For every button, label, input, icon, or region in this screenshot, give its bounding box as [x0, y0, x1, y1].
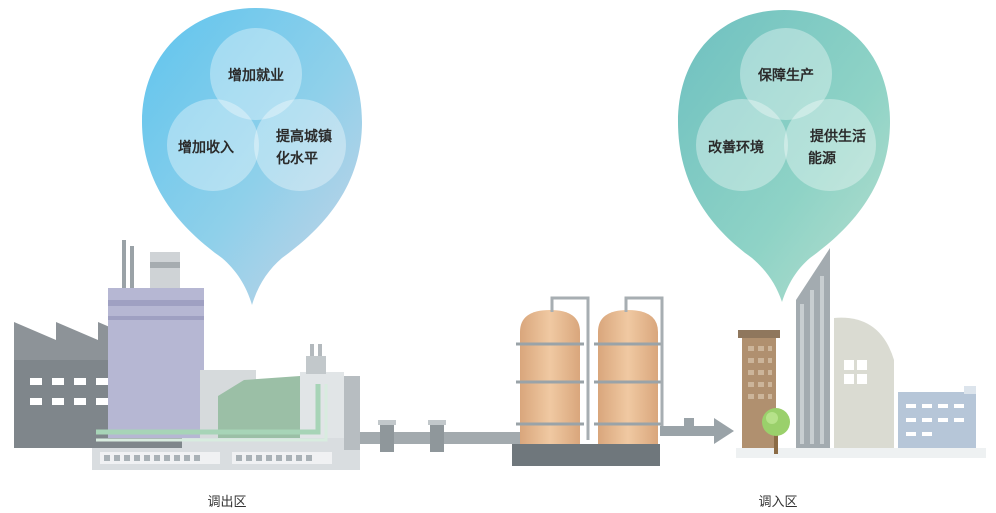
bubble-label-urbanization-2: 化水平: [276, 150, 318, 167]
region-label-destination: 调入区: [758, 495, 797, 510]
bubble-label-living-energy-2: 能源: [808, 150, 836, 167]
storage-tank-icon: [512, 296, 664, 466]
factory-icon: [14, 240, 360, 470]
city-buildings-icon: [736, 248, 986, 458]
bubble-label-production: 保障生产: [757, 67, 814, 84]
bubble-label-environment: 改善环境: [708, 139, 764, 156]
pipeline-icon: [360, 420, 520, 452]
left-bubble: 增加就业 增加收入 提高城镇 化水平: [142, 8, 362, 305]
bubble-label-urbanization-1: 提高城镇: [276, 128, 332, 145]
bubble-label-employment: 增加就业: [228, 67, 284, 84]
bubble-label-income: 增加收入: [178, 139, 234, 156]
tree-icon: [762, 408, 790, 454]
bubble-label-living-energy-1: 提供生活: [810, 128, 866, 145]
right-bubble: 保障生产 改善环境 提供生活 能源: [678, 10, 890, 302]
arrow-right-icon: [660, 418, 734, 444]
region-label-source: 调出区: [207, 495, 246, 510]
